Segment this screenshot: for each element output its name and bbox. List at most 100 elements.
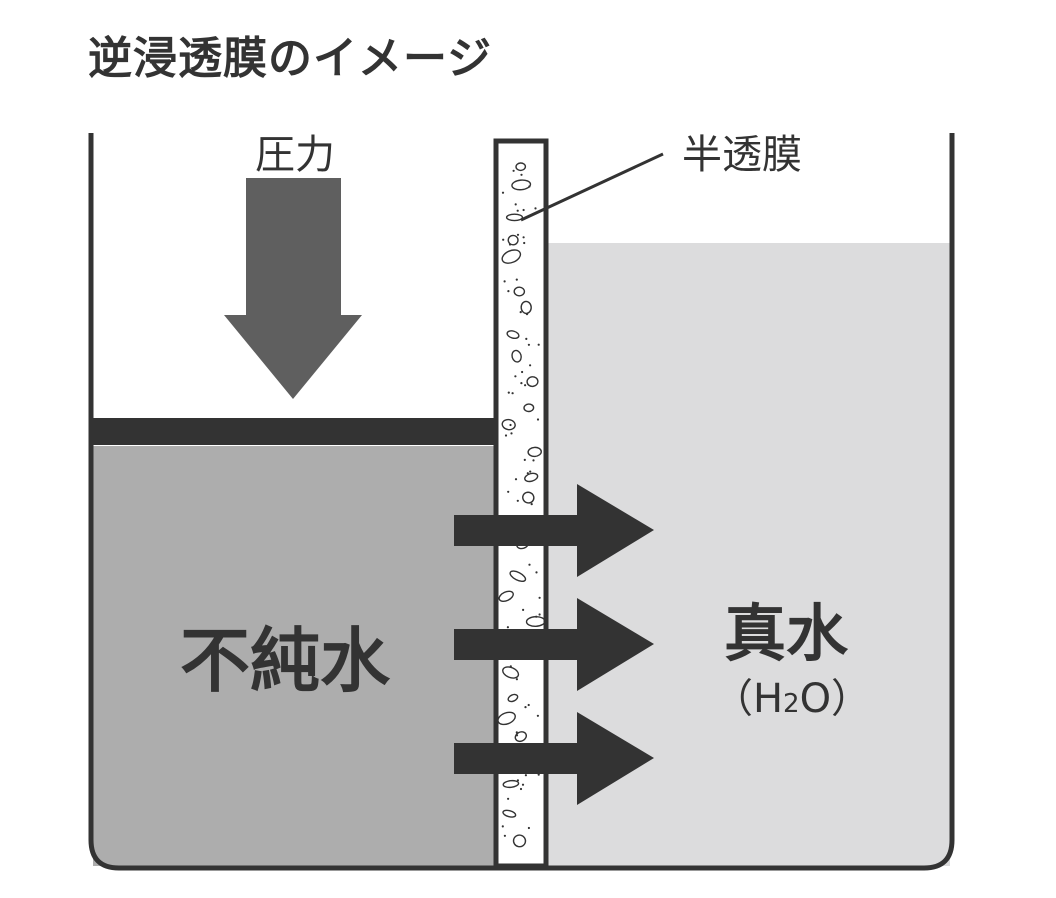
membrane-grain: [532, 459, 535, 462]
membrane-grain: [516, 233, 520, 236]
flow-arrow: [454, 598, 654, 691]
membrane-grain: [524, 706, 527, 709]
membrane-grain: [538, 596, 541, 599]
membrane-grain: [501, 191, 505, 194]
impure-water-region: [93, 446, 495, 866]
membrane-pore: [527, 446, 542, 458]
membrane-callout-line: [520, 152, 664, 222]
membrane-pore: [526, 376, 539, 388]
membrane-grain: [525, 313, 529, 316]
membrane-grain: [507, 797, 510, 800]
membrane-label: 半透膜: [682, 132, 802, 178]
membrane-pore: [507, 693, 519, 703]
membrane-grain: [508, 243, 512, 246]
membrane-grain: [522, 208, 525, 212]
membrane-pore: [515, 162, 527, 172]
membrane-grain: [510, 432, 513, 435]
membrane-grain: [523, 458, 526, 461]
membrane-grain: [520, 382, 523, 385]
membrane-grain: [509, 665, 512, 668]
membrane-grain: [535, 571, 538, 574]
membrane-grain: [516, 779, 520, 782]
membrane-grain: [514, 478, 518, 481]
membrane-pore: [505, 213, 524, 222]
membrane-grain: [528, 563, 531, 566]
membrane-grain: [515, 734, 519, 737]
membrane-pore: [511, 179, 532, 191]
membrane-grain: [527, 703, 530, 707]
membrane-grain: [507, 490, 510, 493]
membrane-grain: [514, 203, 517, 206]
pressure-arrow: [224, 178, 362, 399]
membrane-grain: [537, 773, 540, 776]
membrane-grain: [506, 626, 509, 629]
membrane-grain: [536, 418, 540, 421]
membrane-grain: [507, 391, 510, 394]
membrane-grain: [528, 185, 531, 188]
membrane-grain: [521, 370, 524, 374]
impure-water-label: 不純水: [180, 620, 391, 702]
container-outline: [88, 133, 955, 871]
membrane-grain: [524, 384, 527, 387]
membrane-grain: [502, 238, 505, 241]
membrane-grain: [529, 470, 532, 473]
membrane-grain: [501, 825, 504, 828]
membrane-pore: [507, 234, 519, 246]
membrane-grain: [515, 731, 518, 734]
membrane-grain: [522, 608, 525, 612]
membrane-grain: [503, 834, 506, 837]
pressure-label: 圧力: [255, 132, 335, 178]
membrane-grain: [516, 209, 519, 212]
membrane-pore: [502, 809, 517, 818]
membrane-grain: [524, 774, 528, 777]
membrane-grain: [509, 423, 512, 427]
membrane-grain: [523, 241, 526, 245]
membrane-grain: [521, 783, 525, 786]
membrane-pore: [524, 472, 539, 483]
membrane-grain: [530, 503, 533, 506]
membrane-grain: [507, 290, 510, 293]
membrane-pore: [523, 403, 535, 413]
membrane-grain: [537, 343, 540, 346]
membrane-grain: [535, 615, 538, 618]
flow-arrow: [454, 484, 654, 577]
formula-subscript: 2: [783, 689, 800, 719]
membrane-grain: [504, 434, 508, 437]
membrane-grain: [538, 613, 541, 616]
piston-plate: [93, 418, 495, 445]
membrane-grain: [503, 280, 506, 283]
membrane-pore: [498, 590, 514, 603]
membrane-grain: [511, 392, 514, 395]
membrane-grain: [525, 337, 528, 340]
membrane-pore: [513, 286, 526, 297]
membrane-grain: [515, 278, 518, 281]
membrane-grain: [516, 499, 519, 502]
membrane-pore: [511, 349, 522, 363]
membrane-pore: [502, 666, 520, 679]
membrane-grain: [526, 472, 529, 475]
diagram-title: 逆浸透膜のイメージ: [88, 33, 493, 84]
membrane-grain: [534, 207, 537, 210]
membrane-pore: [506, 330, 520, 340]
membrane-pore: [522, 491, 535, 504]
formula-close-paren: ）: [831, 676, 871, 722]
membrane-pore: [512, 834, 527, 848]
membrane-grain: [519, 787, 523, 791]
formula-o: O: [800, 676, 831, 722]
membrane-grain: [515, 678, 519, 681]
membrane-pore: [501, 418, 516, 431]
pure-water-label: 真水: [724, 597, 849, 670]
membrane-pore: [509, 570, 527, 582]
membrane-grain: [514, 375, 517, 378]
membrane-pore: [501, 249, 522, 264]
membrane-grain: [520, 173, 523, 176]
membrane-grain: [512, 169, 515, 172]
flow-arrow: [454, 712, 654, 805]
membrane-pore: [502, 779, 520, 789]
formula-open-paren: （: [713, 676, 753, 722]
membrane-pore: [514, 731, 527, 743]
formula-h: H: [753, 676, 783, 722]
membrane-grain: [522, 236, 525, 239]
water-formula-label: （H2O）: [713, 676, 871, 722]
